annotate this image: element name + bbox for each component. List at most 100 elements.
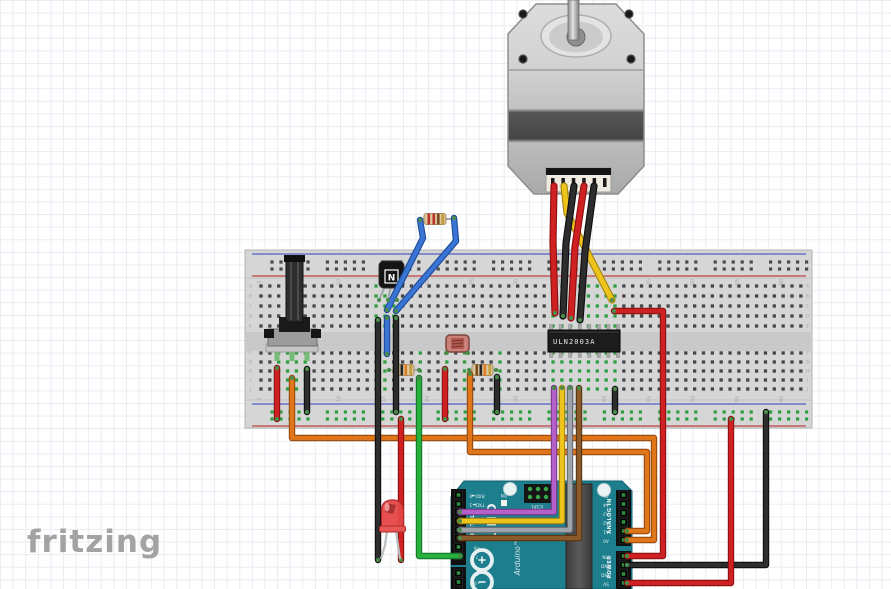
breadboard-hole: [754, 294, 759, 298]
breadboard-hole: [799, 324, 803, 328]
breadboard-hole: [728, 378, 732, 382]
rail-hole: [722, 267, 726, 271]
breadboard-hole: [710, 369, 714, 373]
breadboard-hole: [719, 360, 723, 364]
breadboard-hole: [693, 369, 697, 373]
breadboard-hole: [684, 324, 688, 328]
resistor-blue-right[interactable]: [392, 214, 460, 315]
breadboard-hole: [409, 351, 414, 355]
wire-tip: [568, 315, 574, 321]
rail-hole: [306, 260, 310, 264]
rail-hole: [279, 417, 283, 421]
rail-hole: [463, 410, 467, 414]
column-number: 45: [646, 279, 652, 286]
rail-hole: [722, 410, 726, 414]
red-led[interactable]: [379, 499, 406, 560]
resistor-220-floating[interactable]: [420, 213, 454, 225]
breadboard[interactable]: 1155101015152020252530303535404045455050…: [244, 249, 813, 429]
in1-to-d2[interactable]: [456, 384, 558, 516]
breadboard-hole: [365, 304, 369, 308]
breadboard-hole: [675, 369, 679, 373]
npn-transistor[interactable]: N: [378, 260, 405, 301]
photoresistor[interactable]: [445, 334, 470, 354]
motor-wire-black-b[interactable]: [576, 182, 598, 324]
in3-to-d4[interactable]: [456, 384, 574, 534]
breadboard-hole: [507, 387, 511, 391]
d7-green-wire[interactable]: [415, 374, 464, 560]
breadboard-hole: [454, 369, 458, 373]
breadboard-hole: [516, 294, 520, 298]
breadboard-hole: [648, 294, 653, 298]
breadboard-hole: [675, 324, 679, 328]
wire-tip: [577, 317, 583, 323]
gnd-to-negative-rail[interactable]: [623, 408, 770, 569]
breadboard-hole: [516, 304, 520, 308]
potentiometer[interactable]: [264, 255, 321, 361]
breadboard-hole: [330, 284, 334, 288]
ldr-to-a1[interactable]: [466, 370, 651, 535]
breadboard-hole: [657, 360, 661, 364]
breadboard-hole: [799, 378, 803, 382]
motor-wire-red-b[interactable]: [567, 182, 588, 322]
breadboard-hole: [693, 314, 697, 318]
stepper-motor[interactable]: [507, 0, 645, 195]
breadboard-hole: [436, 284, 440, 288]
breadboard-hole: [604, 324, 608, 328]
wire-tip: [416, 367, 422, 373]
resistor-blue-left[interactable]: [383, 216, 427, 314]
uln2003a-chip[interactable]: ULN2003A: [547, 324, 621, 358]
breadboard-hole: [268, 369, 272, 373]
in2-to-d3[interactable]: [456, 384, 566, 525]
wire-tip: [457, 518, 463, 524]
motor-screw-holes: [518, 9, 528, 19]
resistor-ldr-divider[interactable]: [468, 364, 497, 376]
breadboard-hole: [454, 304, 458, 308]
rail-hole: [408, 410, 412, 414]
breadboard-hole: [321, 284, 325, 288]
rail-hole: [778, 410, 782, 414]
breadboard-hole: [799, 387, 803, 391]
breadboard-hole: [728, 360, 732, 364]
breadboard-hole: [480, 314, 484, 318]
wires: [273, 182, 770, 587]
breadboard-hole: [507, 378, 511, 382]
column-number: 60: [779, 279, 785, 286]
rail-hole: [334, 267, 338, 271]
rail-hole: [629, 417, 633, 421]
column-number: 30: [514, 396, 520, 403]
breadboard-hole: [498, 304, 502, 308]
breadboard-hole: [622, 304, 626, 308]
breadboard-hole: [285, 369, 290, 373]
breadboard-hole: [772, 324, 776, 328]
breadboard-hole: [454, 314, 458, 318]
breadboard-hole: [400, 387, 405, 391]
pot-wiper-to-a0[interactable]: [288, 374, 658, 544]
breadboard-hole: [701, 304, 706, 308]
pin-label: 7: [475, 554, 478, 560]
motor-wire-red-a[interactable]: [549, 182, 559, 317]
5v-to-positive-rail[interactable]: [623, 415, 735, 587]
breadboard-hole: [462, 304, 467, 308]
wire-tip: [567, 385, 573, 391]
rail-hole: [343, 410, 347, 414]
motor-wire-black-a[interactable]: [559, 182, 578, 320]
breadboard-hole: [701, 387, 706, 391]
breadboard-hole: [339, 360, 343, 364]
breadboard-hole: [631, 314, 635, 318]
row-letter: B: [249, 294, 252, 300]
uln-com-to-vin[interactable]: [610, 307, 667, 560]
wire-tip: [552, 310, 558, 316]
breadboard-hole: [294, 369, 299, 373]
breadboard-hole: [648, 351, 653, 355]
breadboard-hole: [622, 314, 626, 318]
rail-hole: [297, 410, 301, 414]
pin-socket[interactable]: [454, 586, 463, 589]
breadboard-hole: [701, 351, 706, 355]
rail-hole: [602, 267, 606, 271]
pin-label: A4: [603, 502, 609, 508]
in4-to-d5[interactable]: [456, 384, 583, 542]
rail-hole: [547, 417, 551, 421]
pin-hole: [456, 580, 461, 584]
connection-tips: [274, 215, 769, 586]
